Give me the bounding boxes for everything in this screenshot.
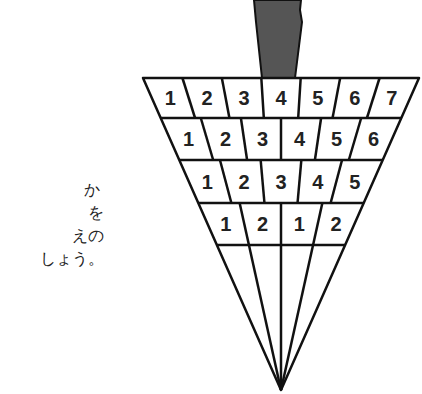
number-cell: 2 <box>247 207 278 241</box>
instruction-text: しょう。 <box>40 251 104 267</box>
top-outline <box>143 78 419 390</box>
number-cell: 2 <box>229 164 260 199</box>
grid-line <box>241 118 247 160</box>
grid-line <box>315 118 321 160</box>
grid-line <box>367 78 380 118</box>
cell-number: 1 <box>220 214 231 234</box>
number-cell: 6 <box>358 122 389 156</box>
number-cell: 4 <box>302 164 333 199</box>
cell-number: 4 <box>275 88 286 108</box>
cell-number: 1 <box>165 88 176 108</box>
number-cell: 1 <box>155 82 186 114</box>
grid-line <box>280 118 283 160</box>
grid-line <box>261 160 265 203</box>
cell-number: 1 <box>294 214 305 234</box>
grid-line <box>201 118 213 160</box>
cell-number: 2 <box>202 88 213 108</box>
cell-number: 4 <box>294 129 305 149</box>
grid-line <box>280 203 283 390</box>
number-cell: 1 <box>211 207 242 241</box>
cell-grid <box>143 78 419 390</box>
number-cell: 1 <box>284 207 315 241</box>
cell-number: 5 <box>312 88 323 108</box>
cell-number: 1 <box>183 129 194 149</box>
grid-line <box>298 78 301 118</box>
number-cell: 2 <box>192 82 223 114</box>
cell-number: 3 <box>257 129 268 149</box>
grid-line <box>298 160 302 203</box>
number-cell: 1 <box>173 122 204 156</box>
grid-line <box>331 160 342 203</box>
cell-number: 3 <box>239 88 250 108</box>
cell-number: 5 <box>349 172 360 192</box>
number-cell: 2 <box>210 122 241 156</box>
cell-number: 5 <box>331 129 342 149</box>
instruction-text: か <box>84 182 100 198</box>
number-cell: 2 <box>321 207 352 241</box>
top-handle <box>254 0 302 78</box>
cell-number: 2 <box>330 214 341 234</box>
grid-line <box>220 160 231 203</box>
cell-number: 6 <box>368 129 379 149</box>
grid-line <box>261 78 264 118</box>
grid-line <box>182 78 195 118</box>
grid-line <box>240 203 281 390</box>
cell-number: 3 <box>275 172 286 192</box>
grid-line <box>349 118 361 160</box>
number-cell: 6 <box>339 82 370 114</box>
cell-number: 4 <box>312 172 323 192</box>
number-cell: 5 <box>339 164 370 199</box>
number-cell: 5 <box>321 122 352 156</box>
number-cell: 3 <box>247 122 278 156</box>
cell-number: 1 <box>202 172 213 192</box>
grid-line <box>333 78 341 118</box>
cell-number: 7 <box>386 88 397 108</box>
cell-number: 2 <box>239 172 250 192</box>
instruction-text: を <box>88 205 104 221</box>
number-cell: 1 <box>192 164 223 199</box>
number-cell: 7 <box>376 82 407 114</box>
cell-number: 6 <box>349 88 360 108</box>
number-cell: 4 <box>284 122 315 156</box>
number-cell: 5 <box>302 82 333 114</box>
cell-number: 2 <box>220 129 231 149</box>
number-cell: 3 <box>229 82 260 114</box>
number-cell: 4 <box>266 82 297 114</box>
cell-number: 2 <box>257 214 268 234</box>
grid-line <box>281 203 322 390</box>
instruction-text: えの <box>72 228 104 244</box>
number-cell: 3 <box>266 164 297 199</box>
grid-line <box>222 78 230 118</box>
